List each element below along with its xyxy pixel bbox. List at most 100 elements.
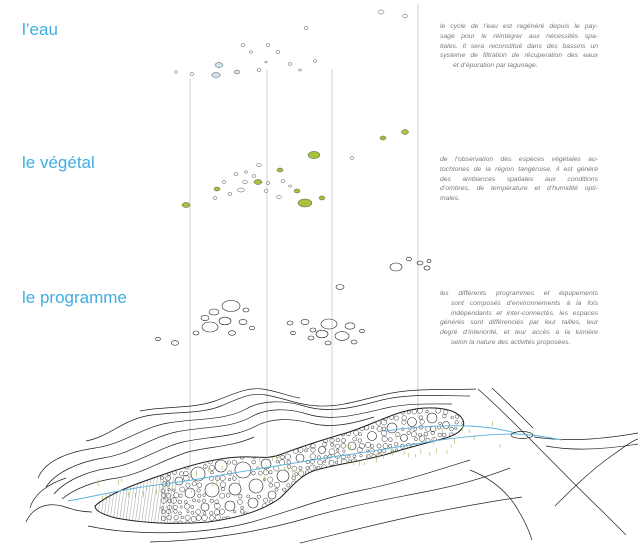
park-space-circle — [352, 454, 357, 459]
park-space-circle — [406, 431, 411, 435]
programme-space — [201, 321, 219, 333]
grass-tuft — [429, 452, 431, 456]
park-space-circle — [336, 448, 340, 452]
programme-space — [389, 262, 403, 272]
park-space-circle — [240, 505, 244, 510]
park-space-circle — [166, 509, 171, 514]
description-line: générés sont différenciés par leur taill… — [440, 319, 598, 327]
park-space-circle — [208, 475, 214, 481]
park-space-circle — [178, 520, 183, 524]
water-basin — [265, 43, 271, 47]
park-space-circle — [165, 492, 171, 499]
contour-line — [491, 387, 534, 429]
river-line — [67, 433, 563, 502]
park-space-circle — [419, 419, 425, 425]
programme-space — [359, 328, 365, 333]
park-space-circle — [174, 476, 184, 486]
park-space-circle — [335, 438, 340, 443]
contour-line — [545, 443, 639, 450]
programme-space — [426, 259, 432, 263]
park-space-circle — [304, 448, 308, 453]
park-space-circle — [381, 419, 387, 426]
park-space-circle — [268, 483, 273, 488]
park-space-circle — [179, 471, 185, 477]
park-space-circle — [267, 490, 277, 500]
park-space-circle — [305, 459, 310, 464]
vegetation-description: de l’observation des espèces végétales a… — [440, 155, 598, 204]
park-space-circle — [286, 483, 291, 488]
park-space-circle — [411, 409, 417, 415]
park-space-circle — [161, 509, 166, 514]
park-space-circle — [365, 442, 371, 448]
park-space-circle — [267, 476, 274, 483]
water-layer — [174, 9, 408, 78]
park-space-circle — [401, 415, 407, 421]
park-space-circle — [220, 486, 226, 492]
programme-space — [350, 339, 358, 345]
park-space-circle — [329, 438, 335, 443]
park-space-circle — [196, 482, 203, 488]
park-space-circle — [225, 493, 231, 498]
park-space-circle — [179, 486, 186, 493]
description-line: de l’observation des espèces végétales a… — [440, 156, 599, 163]
vegetation-patch — [318, 195, 326, 201]
park-space-circle — [208, 464, 215, 471]
park-space-circle — [414, 437, 418, 441]
park-space-circle — [196, 488, 201, 493]
programme-space — [208, 308, 220, 316]
park-space-circle — [298, 447, 304, 453]
contour-line — [45, 403, 453, 488]
contour-line — [53, 416, 375, 495]
park-space-circle — [190, 516, 197, 522]
park-space-circle — [418, 433, 422, 437]
park-space-circle — [256, 494, 261, 499]
park-space-circle — [161, 492, 167, 499]
water-basin — [256, 68, 262, 72]
description-line: les différents programmes et équipements — [440, 290, 599, 297]
description-line: systeme de filtration de récuperation de… — [440, 52, 598, 60]
river — [67, 425, 563, 502]
park-space-circle — [305, 466, 310, 470]
park-space-circle — [185, 482, 191, 488]
vegetation-patch — [244, 170, 248, 174]
park-hatch-line — [153, 475, 162, 524]
park-space-circle — [238, 494, 243, 499]
park-space-circle — [177, 499, 182, 505]
park-space-circle — [214, 509, 221, 516]
water-layer-title: l’eau — [22, 20, 58, 39]
park-space-circle — [224, 500, 236, 512]
vegetation-patch — [276, 167, 284, 173]
park-space-circle — [219, 508, 225, 515]
park-space-circle — [173, 509, 178, 514]
park-space-circle — [275, 460, 279, 464]
programme-space — [335, 284, 345, 290]
park-hatch-line — [134, 475, 142, 524]
grass-tuft — [190, 488, 192, 493]
park-space-circle — [159, 475, 164, 480]
park-space-circle — [257, 470, 263, 476]
park-space-circle — [347, 455, 351, 459]
park-space-circle — [248, 478, 264, 494]
programme-space — [423, 265, 431, 271]
park-space-circle — [251, 471, 256, 476]
park-space-circle — [291, 465, 298, 472]
park-space-circle — [231, 459, 237, 465]
vegetation-patch — [265, 181, 271, 185]
park-space-circle — [160, 498, 167, 504]
programme-space — [228, 330, 236, 336]
park-space-circle — [381, 435, 388, 442]
contour-line — [61, 436, 255, 500]
park-space-circle — [251, 459, 256, 465]
park-hatch-line — [157, 475, 165, 524]
description-line: et d’épuration par lagunage. — [453, 62, 538, 70]
park-hatch-line — [102, 475, 110, 524]
vegetation-patch — [237, 187, 245, 193]
park-space-circle — [160, 488, 165, 493]
park-space-circle — [342, 449, 346, 453]
park-hatch-line — [137, 475, 146, 524]
park-space-circle — [400, 434, 408, 442]
grass-tuft — [128, 491, 130, 498]
programme-description: les différents programmes et équipements… — [440, 289, 598, 348]
park-space-circle — [282, 487, 287, 492]
park-space-circle — [454, 414, 460, 419]
